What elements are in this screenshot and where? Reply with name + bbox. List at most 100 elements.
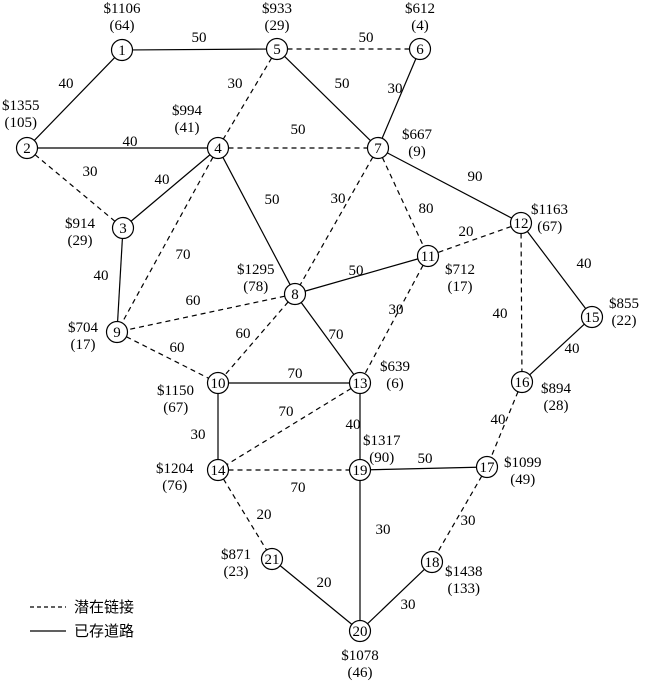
node-16: 16: [510, 370, 534, 394]
node-circle: [348, 458, 372, 482]
node-15-demand: (22): [612, 313, 637, 329]
node-16-demand: (28): [544, 398, 569, 414]
node-number: 3: [119, 221, 127, 237]
edge-weight-6-7: 30: [388, 81, 403, 97]
node-10-cost: $1150: [157, 383, 194, 399]
potential-link-9-10: [126, 336, 209, 379]
node-18-demand: (133): [448, 581, 481, 597]
node-circle: [510, 370, 534, 394]
edge-weight-14-21: 20: [257, 507, 272, 523]
node-19-cost: $1317: [363, 433, 401, 449]
edge-weight-17-18: 30: [461, 513, 476, 529]
node-9-demand: (17): [71, 337, 96, 353]
edge-weight-8-9: 60: [186, 293, 201, 309]
node-circle: [105, 320, 129, 344]
node-19-demand: (90): [369, 450, 394, 466]
edge-weight-7-8: 30: [331, 191, 346, 207]
potential-link-12-11: [437, 225, 512, 254]
node-2: 2: [15, 136, 39, 160]
existing-road-19-17: [370, 466, 477, 471]
node-21-demand: (23): [224, 564, 249, 580]
node-4-cost: $994: [172, 103, 203, 119]
existing-road-7-12: [387, 152, 512, 219]
node-4: 4: [206, 136, 230, 160]
node-14: 14: [206, 458, 230, 482]
node-13-demand: (6): [386, 376, 404, 392]
potential-link-8-10: [224, 301, 289, 376]
node-10-demand: (67): [163, 400, 188, 416]
node-info-layer: $1106(64)$1355(105)$914(29)$994(41)$933(…: [2, 1, 639, 681]
node-circle: [260, 547, 284, 571]
existing-road-15-16: [529, 323, 585, 376]
existing-road-6-7: [381, 58, 417, 139]
potential-link-14-21: [222, 478, 268, 551]
existing-road-1-5: [132, 48, 267, 51]
edge-layer: [33, 48, 587, 625]
existing-road-18-20: [367, 568, 425, 625]
existing-road-8-11: [304, 258, 419, 292]
node-1-demand: (64): [110, 18, 135, 34]
node-number: 21: [265, 552, 280, 568]
edge-weight-18-20: 30: [401, 597, 416, 613]
node-circle: [509, 211, 533, 235]
potential-link-5-4: [222, 57, 273, 140]
node-number: 2: [23, 141, 31, 157]
node-circle: [348, 619, 372, 643]
node-15-cost: $855: [609, 296, 639, 312]
node-7-demand: (9): [408, 144, 426, 160]
legend: 潜在链接 已存道路: [30, 598, 134, 640]
node-number: 13: [353, 376, 368, 392]
node-1: 1: [110, 38, 134, 62]
legend-existing-label: 已存道路: [74, 622, 134, 640]
node-number: 6: [416, 42, 424, 58]
node-4-demand: (41): [175, 120, 200, 136]
node-16-cost: $894: [541, 381, 572, 397]
node-circle: [15, 136, 39, 160]
node-circle: [206, 371, 230, 395]
node-20-cost: $1078: [341, 648, 379, 664]
node-3-cost: $914: [65, 216, 96, 232]
node-18: 18: [420, 550, 444, 574]
legend-potential-label: 潜在链接: [74, 598, 134, 616]
node-number: 10: [211, 376, 226, 392]
node-number: 5: [273, 42, 281, 58]
potential-link-7-11: [381, 157, 425, 247]
node-6-cost: $612: [405, 1, 435, 17]
node-9-cost: $704: [68, 320, 99, 336]
node-circle: [580, 305, 604, 329]
edge-weight-12-15: 40: [577, 256, 592, 272]
potential-link-11-13: [364, 264, 424, 375]
potential-link-17-18: [436, 475, 483, 554]
node-7: 7: [366, 136, 390, 160]
node-number: 4: [214, 141, 222, 157]
existing-road-1-2: [33, 57, 116, 141]
edge-weight-10-14: 30: [191, 427, 206, 443]
node-number: 19: [353, 463, 368, 479]
edge-weight-1-2: 40: [59, 76, 74, 92]
edge-weight-2-4: 40: [123, 134, 138, 150]
node-12-cost: $1163: [531, 202, 568, 218]
edge-weight-12-16: 40: [493, 306, 508, 322]
node-17-cost: $1099: [504, 455, 542, 471]
node-number: 18: [425, 555, 440, 571]
node-circle: [420, 550, 444, 574]
node-14-cost: $1204: [156, 461, 194, 477]
node-3-demand: (29): [68, 233, 93, 249]
node-5-demand: (29): [265, 18, 290, 34]
existing-road-21-20: [279, 565, 353, 625]
potential-link-4-9: [121, 156, 214, 324]
node-15: 15: [580, 305, 604, 329]
node-18-cost: $1438: [445, 564, 483, 580]
node-20: 20: [348, 619, 372, 643]
edge-weight-5-7: 50: [335, 76, 350, 92]
potential-link-2-3: [34, 154, 116, 222]
node-17-demand: (49): [510, 472, 535, 488]
node-21-cost: $871: [221, 547, 251, 563]
edge-weight-15-16: 40: [565, 341, 580, 357]
node-circle: [206, 458, 230, 482]
node-8-demand: (78): [243, 279, 268, 295]
edge-weight-19-20: 30: [376, 522, 391, 538]
node-number: 9: [113, 325, 121, 341]
node-9: 9: [105, 320, 129, 344]
